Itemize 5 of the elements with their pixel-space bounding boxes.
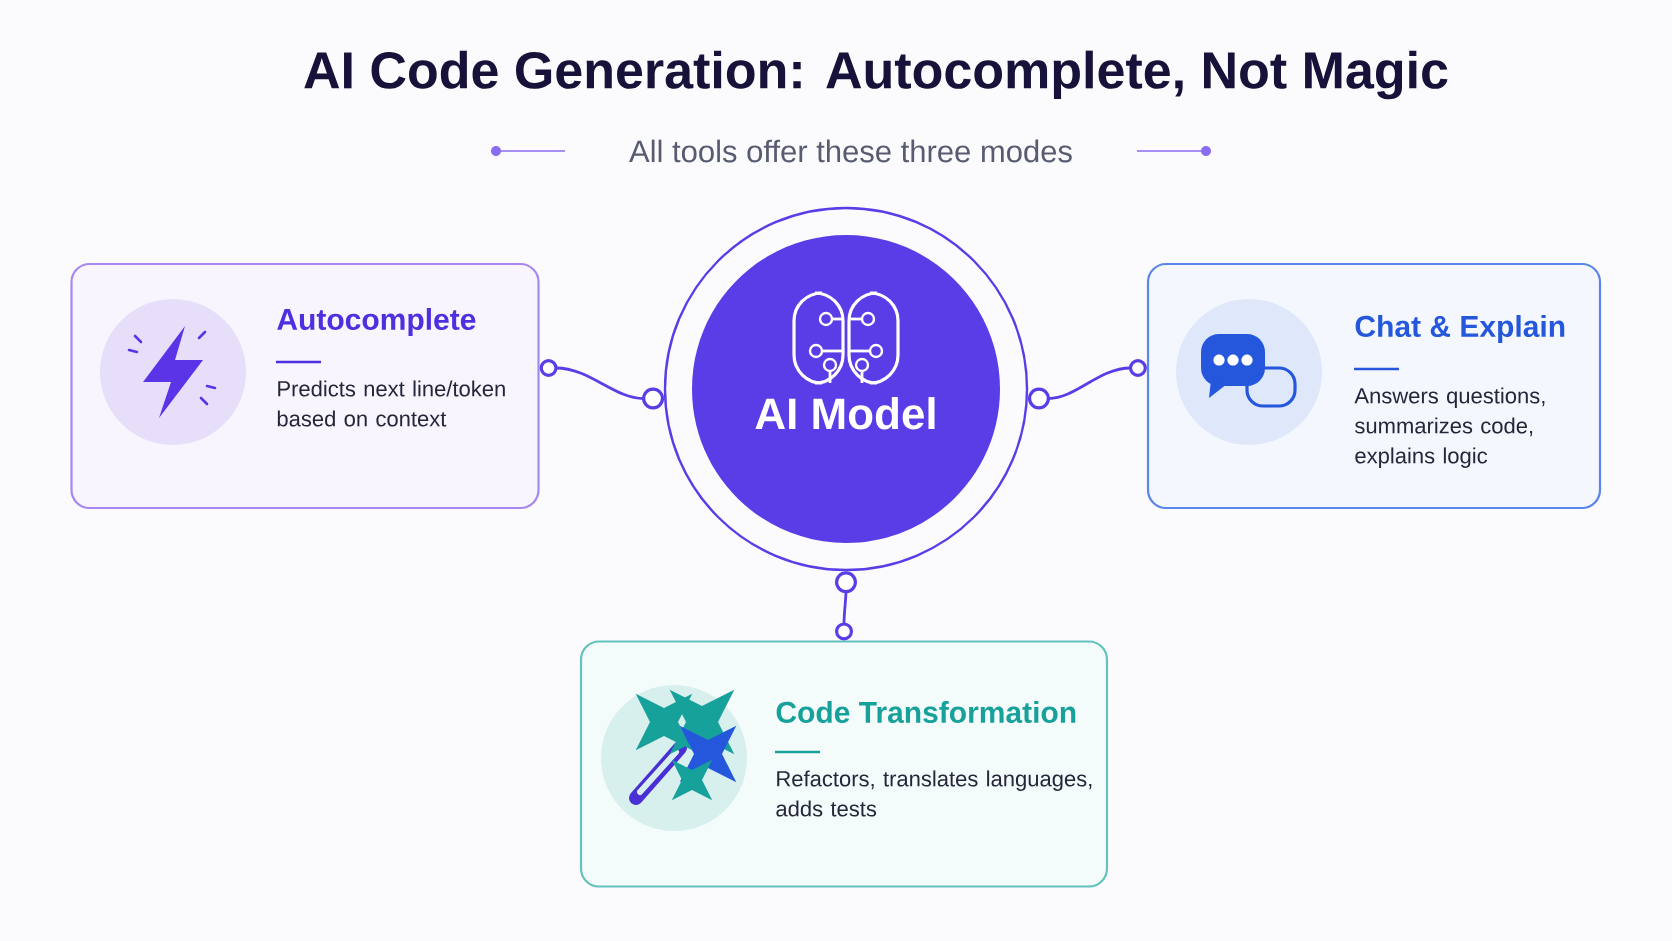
subtitle: All tools offer these three modes (629, 139, 1072, 163)
title: AI Code Generation: Autocomplete, Not Magic (304, 50, 1448, 100)
connector (539, 359, 665, 410)
connector (835, 571, 857, 641)
connector (1027, 359, 1147, 410)
